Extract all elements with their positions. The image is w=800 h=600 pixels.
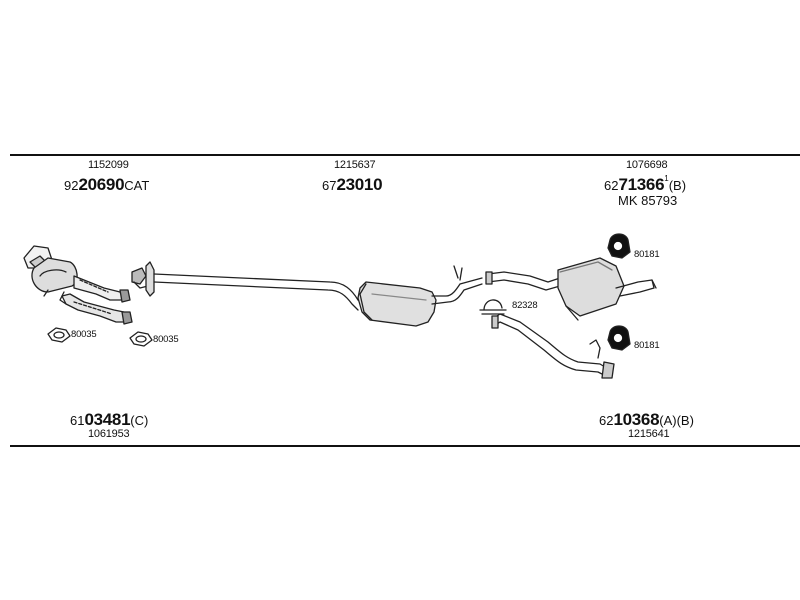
gasket-left-number: 80035	[71, 329, 97, 340]
catalytic-converter	[23, 245, 133, 325]
mounting-kit-number: MK 85793	[618, 193, 678, 208]
hanger-bottom-number: 80181	[634, 340, 660, 351]
middle-silencer-part-prefix: 67	[322, 178, 337, 193]
gasket-right-icon	[129, 331, 153, 347]
rear-silencer-part-main: 71366	[618, 175, 665, 194]
rear-silencer-oe-number: 1076698	[626, 159, 668, 171]
front-flange-icon	[131, 267, 149, 289]
rear-silencer-footnote: 1	[664, 174, 669, 183]
catalyst-oe-number: 1152099	[88, 159, 129, 171]
clamp-number: 82328	[512, 300, 538, 311]
hanger-top-icon	[607, 233, 631, 259]
front-pipe-oe-number: 1061953	[88, 428, 130, 440]
catalyst-part-number: 9220690CAT	[64, 176, 149, 193]
tail-pipe-part-main: 10368	[613, 410, 660, 429]
tail-pipe-part-suffix: (A)(B)	[659, 413, 694, 428]
front-pipe-part-main: 03481	[84, 410, 131, 429]
front-pipe-part-prefix: 61	[70, 413, 85, 428]
front-pipe-part-number: 6103481(C)	[70, 411, 148, 428]
bottom-divider-line	[10, 445, 800, 447]
middle-silencer-oe-number: 1215637	[334, 159, 376, 171]
middle-silencer-assembly	[145, 261, 483, 327]
rear-silencer-part-prefix: 62	[604, 178, 619, 193]
catalyst-part-prefix: 92	[64, 178, 79, 193]
rear-silencer-part-number: 62713661(B)	[604, 174, 687, 194]
tail-pipe-part-prefix: 62	[599, 413, 614, 428]
hanger-top-number: 80181	[634, 249, 660, 260]
middle-silencer-part-main: 23010	[336, 175, 383, 194]
tail-pipe-part-number: 6210368(A)(B)	[599, 411, 694, 428]
rear-silencer-part-suffix: (B)	[668, 178, 687, 193]
catalyst-part-main: 20690	[78, 175, 125, 194]
hanger-bottom-icon	[607, 325, 631, 351]
catalyst-part-suffix: CAT	[124, 178, 150, 193]
rear-silencer-assembly	[485, 257, 657, 321]
front-pipe-part-suffix: (C)	[130, 413, 149, 428]
gasket-left-icon	[47, 327, 71, 343]
tail-pipe	[491, 313, 615, 379]
middle-silencer-part-number: 6723010	[322, 175, 383, 194]
top-divider-line	[10, 154, 800, 156]
gasket-right-number: 80035	[153, 334, 179, 345]
tail-pipe-oe-number: 1215641	[628, 428, 670, 440]
clamp-icon	[479, 299, 507, 315]
